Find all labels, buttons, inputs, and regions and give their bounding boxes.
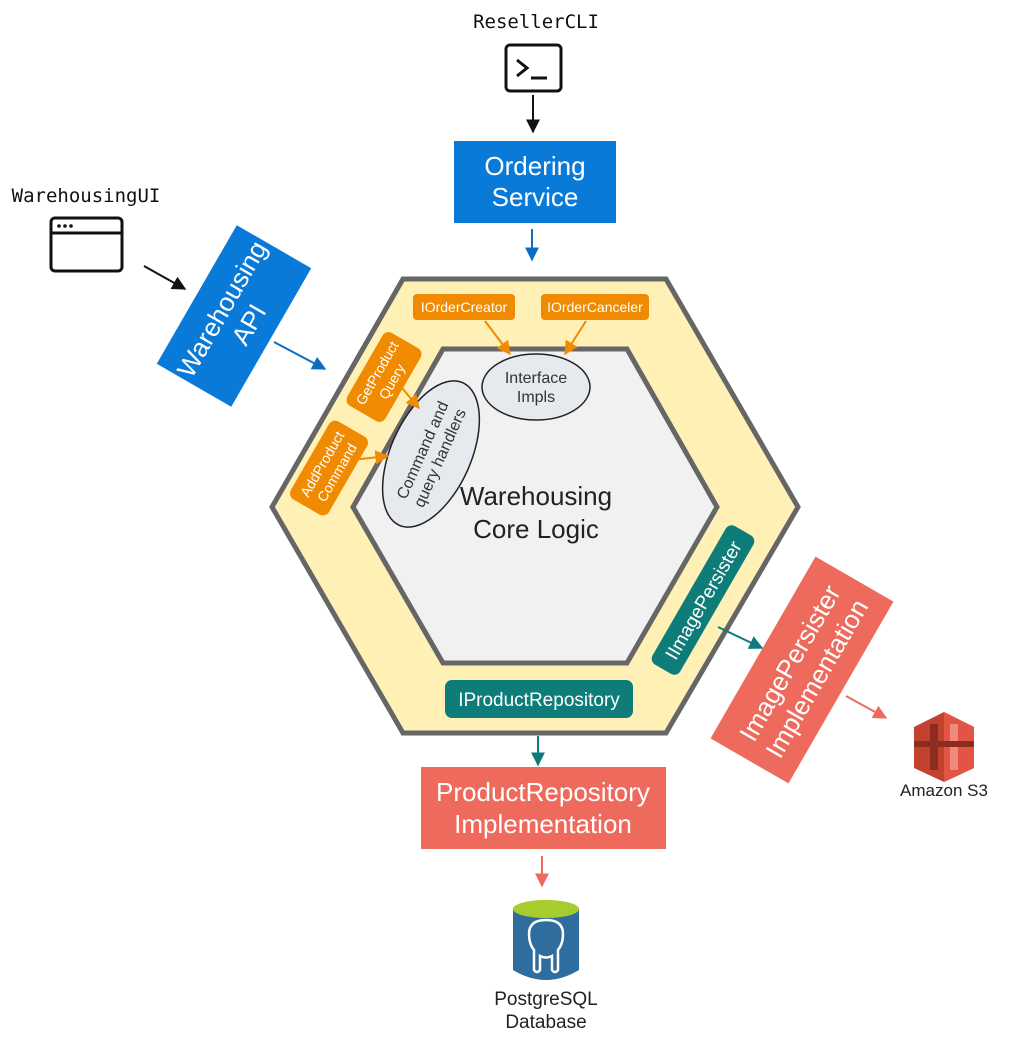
iorder-canceler-port: IOrderCanceler: [541, 294, 649, 320]
arrow-imageimpl-to-s3: [845, 695, 888, 719]
ordering-service-line1: Ordering: [484, 151, 585, 181]
product-repository-implementation: ProductRepository Implementation: [421, 767, 666, 849]
iorder-creator-port: IOrderCreator: [413, 294, 515, 320]
arrow-creator-to-impls: [484, 320, 511, 356]
amazon-s3-label: Amazon S3: [900, 781, 988, 800]
ordering-service-line2: Service: [492, 182, 579, 212]
postgresql-icon: [513, 900, 579, 980]
iorder-canceler-label: IOrderCanceler: [547, 299, 643, 315]
postgres-line1: PostgreSQL: [494, 989, 598, 1010]
interface-impls-node: Interface Impls: [481, 353, 591, 421]
warehousing-api: Warehousing API: [156, 225, 312, 407]
iproduct-repository-label: IProductRepository: [458, 690, 620, 711]
arrow-query-to-handlers: [401, 387, 420, 410]
product-repository-impl-line2: Implementation: [454, 809, 632, 839]
terminal-icon: [504, 43, 563, 93]
amazon-s3-icon: [914, 712, 974, 782]
iorder-creator-label: IOrderCreator: [421, 299, 508, 315]
arrow-command-to-handlers: [351, 450, 390, 465]
core-title-line2: Core Logic: [473, 514, 599, 544]
arrow-api-to-core: [273, 341, 327, 370]
handlers-node: Command and query handlers: [381, 380, 481, 528]
postgres-line2: Database: [505, 1012, 586, 1033]
arrow-canceler-to-impls: [564, 320, 587, 356]
reseller-cli-label: ResellerCLI: [473, 11, 599, 33]
arrow-imagepersister-to-impl: [717, 626, 764, 649]
arrow-ui-to-api: [143, 265, 187, 290]
interface-impls-line2: Impls: [517, 389, 555, 406]
browser-window-icon: [49, 216, 124, 273]
product-repository-impl-line1: ProductRepository: [436, 777, 650, 807]
core-title-line1: Warehousing: [460, 481, 612, 511]
ordering-service: Ordering Service: [454, 141, 616, 223]
interface-impls-line1: Interface: [505, 370, 567, 387]
warehousing-ui-label: WarehousingUI: [12, 185, 161, 207]
iproduct-repository-port: IProductRepository: [445, 680, 633, 718]
